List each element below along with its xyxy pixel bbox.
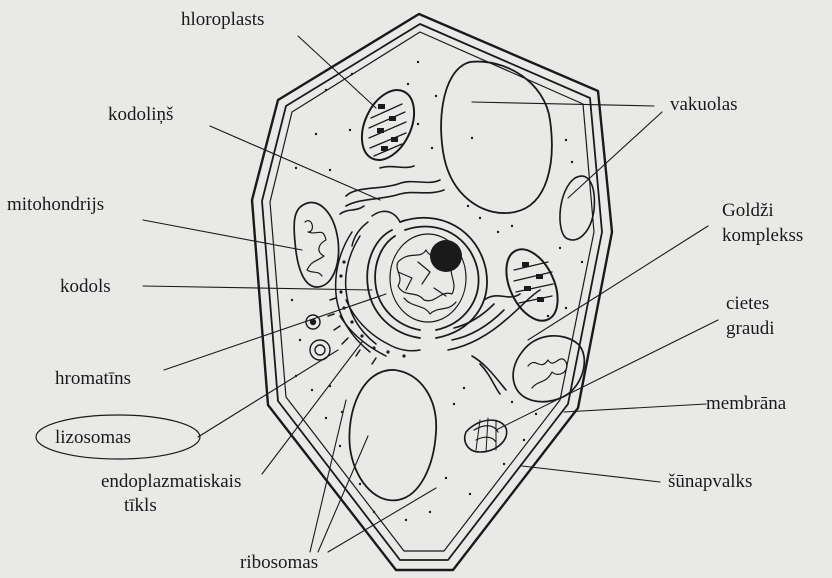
label-nucleolus: kodoliņš bbox=[108, 104, 173, 126]
vacuole-small-right bbox=[560, 176, 594, 240]
label-starch-line2: graudi bbox=[726, 318, 775, 340]
label-vacuole: vakuolas bbox=[670, 94, 738, 116]
label-cell-wall: šūnapvalks bbox=[668, 471, 752, 493]
cell-wall-inner bbox=[262, 24, 602, 560]
nucleolus bbox=[430, 240, 462, 272]
label-nucleus: kodols bbox=[60, 276, 111, 298]
label-lysosomes: lizosomas bbox=[55, 427, 131, 449]
label-membrane: membrāna bbox=[706, 393, 786, 415]
golgi-complex bbox=[448, 290, 540, 394]
mitochondrion-left bbox=[294, 202, 338, 287]
label-ribosomes: ribosomas bbox=[240, 552, 318, 574]
label-chromatin: hromatīns bbox=[55, 368, 131, 390]
label-starch-line1: cietes bbox=[726, 293, 769, 315]
vacuole-lower bbox=[349, 370, 436, 500]
lysosomes bbox=[306, 315, 330, 360]
label-chloroplast: hloroplasts bbox=[181, 9, 264, 31]
label-er-line2: tīkls bbox=[124, 495, 157, 517]
label-mitochondria: mitohondrijs bbox=[7, 194, 104, 216]
vacuole-large bbox=[441, 62, 552, 213]
chloroplast-right bbox=[496, 241, 568, 328]
er-tubules-upper bbox=[340, 166, 444, 214]
cell-membrane bbox=[270, 32, 594, 551]
label-er-line1: endoplazmatiskais bbox=[101, 471, 241, 493]
label-golgi-line2: komplekss bbox=[722, 225, 803, 247]
label-golgi-line1: Goldži bbox=[722, 200, 774, 222]
endoplasmic-reticulum bbox=[328, 211, 420, 364]
nuclear-envelope bbox=[367, 218, 487, 338]
chloroplast-top bbox=[352, 82, 425, 169]
starch-grain bbox=[465, 418, 507, 452]
